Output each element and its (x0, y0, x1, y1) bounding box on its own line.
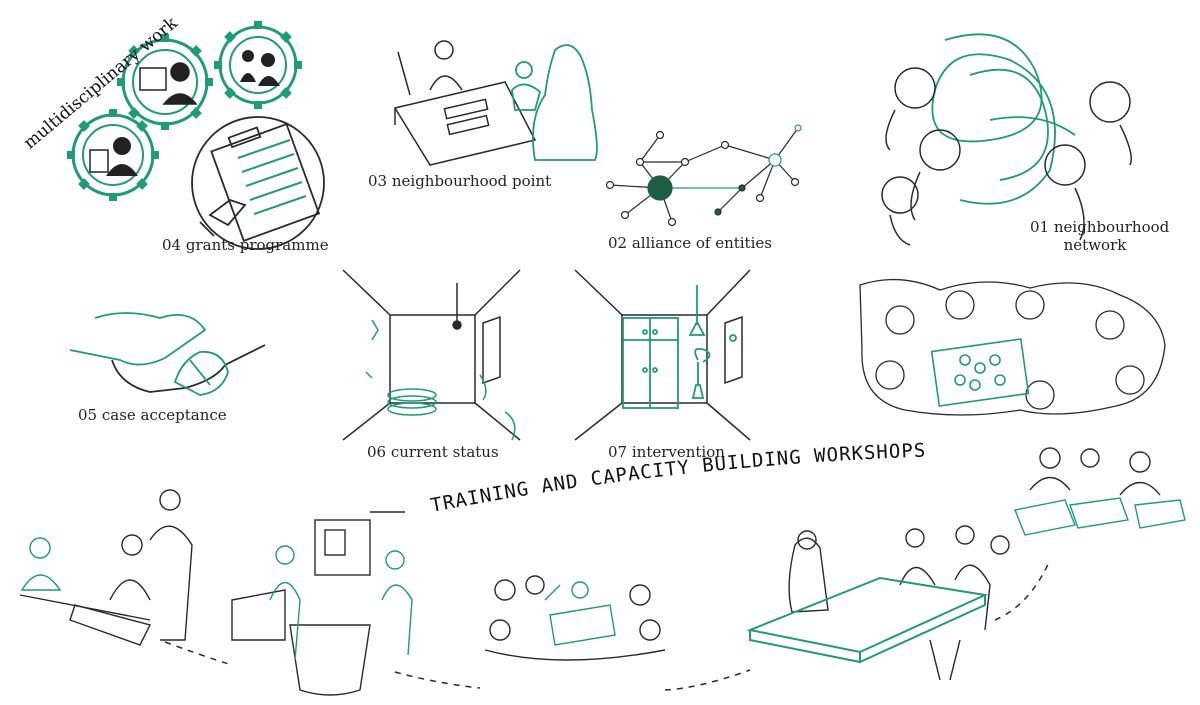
gear-icon (67, 109, 159, 201)
people-network-illustration (881, 33, 1132, 246)
neighbourhood-point-label: 03 neighbourhood point (368, 172, 552, 190)
gear-icon (117, 34, 213, 130)
current-status-label: 06 current status (367, 443, 499, 461)
person-icon (240, 50, 280, 86)
neighbourhood-network-line2: network (1063, 236, 1127, 254)
person-icon (89, 137, 138, 176)
workshop-scene-4 (746, 525, 1010, 681)
network-graph (605, 124, 802, 227)
alliance-of-entities-label: 02 alliance of entities (608, 234, 772, 252)
case-acceptance-label: 05 case acceptance (78, 406, 227, 424)
workshop-table-illustration (859, 278, 1166, 416)
handshake-icon (69, 312, 266, 396)
intervention-label: 07 intervention (608, 443, 725, 461)
room-current-status (342, 269, 521, 441)
room-intervention (574, 269, 751, 441)
gear-icon (214, 21, 302, 109)
workshop-scene-1 (19, 489, 193, 646)
desk-illustration (393, 40, 537, 166)
workshop-scene-2 (231, 511, 413, 696)
flow-connector (164, 559, 1051, 691)
person-with-child-illustration (511, 44, 598, 161)
neighbourhood-network-label: 01 neighbourhood network (1030, 218, 1170, 254)
workshop-scene-3 (484, 575, 666, 661)
workshop-scene-5 (1014, 447, 1186, 536)
person-icon (139, 62, 198, 105)
neighbourhood-network-line1: 01 neighbourhood (1030, 218, 1170, 236)
clipboard-icon (191, 116, 325, 250)
grants-programme-label: 04 grants programme (162, 236, 329, 254)
